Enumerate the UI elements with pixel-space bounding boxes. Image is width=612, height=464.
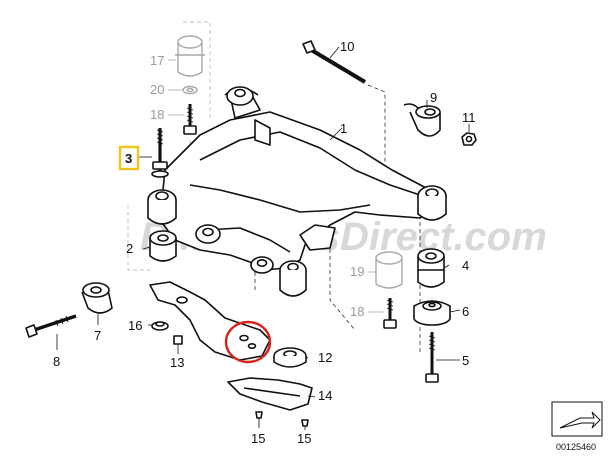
bushing-center [195, 224, 221, 244]
bushing-7 [81, 282, 113, 314]
callout-1: 1 [340, 121, 347, 136]
ghost-washer-20 [182, 85, 198, 95]
bolt-8 [25, 314, 77, 338]
bolt-5 [425, 332, 439, 383]
callout-7: 7 [94, 328, 101, 343]
bolt-18-upper [183, 104, 197, 135]
callout-14: 14 [318, 388, 332, 403]
reference-box: 00125460 [551, 401, 603, 452]
callout-2: 2 [126, 241, 133, 256]
nut-11 [461, 132, 477, 146]
callout-19: 19 [350, 264, 364, 279]
bushing-2 [149, 230, 177, 262]
callout-20: 20 [150, 82, 164, 97]
heat-shield-14 [227, 377, 313, 411]
screw-15-left [255, 411, 263, 428]
bushing-front-right [226, 86, 254, 106]
washer-16 [151, 321, 169, 331]
callout-8: 8 [53, 354, 60, 369]
callout-10: 10 [340, 39, 354, 54]
bushing-rear-low-2 [279, 260, 307, 297]
bushing-rear-low [250, 256, 274, 274]
screw-15-right [301, 419, 309, 430]
callouts: 1 2 3 4 5 6 7 8 9 10 11 12 13 14 15 15 1… [53, 39, 476, 446]
bushing-rear-right [417, 185, 447, 221]
highlight-circle [224, 320, 272, 364]
bolt-3 [151, 128, 169, 178]
nut-13 [173, 335, 183, 354]
bushing-4 [417, 248, 445, 288]
ghost-bushing-19 [375, 251, 403, 289]
bolt-18-lower [383, 298, 397, 329]
highlight-box-3 [118, 145, 140, 171]
callout-11: 11 [462, 110, 476, 125]
callout-18-lower: 18 [350, 304, 364, 319]
bolt-10 [302, 40, 367, 84]
callout-15-right: 15 [297, 431, 311, 446]
callout-13: 13 [170, 355, 184, 370]
callout-3: 3 [125, 151, 132, 166]
callout-9: 9 [430, 90, 437, 105]
callout-4: 4 [462, 258, 469, 273]
callout-16: 16 [128, 318, 142, 333]
callout-15-left: 15 [251, 431, 265, 446]
bushing-9 [403, 103, 441, 137]
callout-12: 12 [318, 350, 332, 365]
mount-12 [273, 347, 307, 368]
reference-number: 00125460 [556, 442, 596, 452]
bushing-front-left [147, 189, 177, 225]
support-bracket [149, 281, 271, 361]
ghost-bushing-17 [175, 35, 205, 77]
callout-18-upper: 18 [150, 107, 164, 122]
callout-6: 6 [462, 304, 469, 319]
callout-17: 17 [150, 53, 164, 68]
frame-bushings [147, 86, 447, 297]
mount-6 [413, 300, 451, 326]
callout-5: 5 [462, 353, 469, 368]
leader-lines [56, 46, 470, 398]
